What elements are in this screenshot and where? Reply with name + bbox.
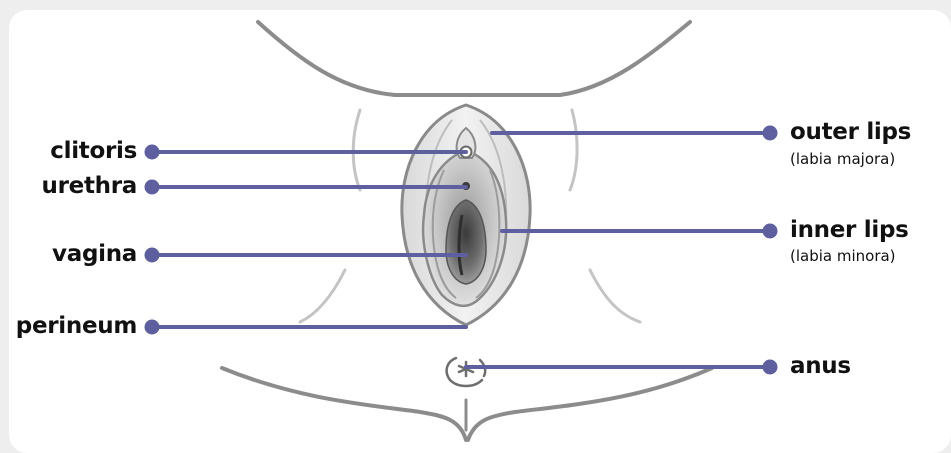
- lower-left-contour: [222, 368, 466, 440]
- label-inner-lips: inner lips: [790, 219, 909, 242]
- label-inner-lips-sub: (labia minora): [790, 249, 896, 264]
- right-groin-line: [590, 270, 640, 322]
- label-clitoris: clitoris: [50, 140, 137, 163]
- upper-contour: [258, 22, 690, 95]
- label-anus: anus: [790, 355, 851, 378]
- label-outer-lips: outer lips: [790, 121, 911, 144]
- lower-right-contour: [468, 368, 712, 440]
- right-thigh-line: [570, 110, 577, 190]
- label-urethra: urethra: [42, 175, 137, 198]
- label-vagina: vagina: [52, 243, 137, 266]
- anus-shape: [447, 358, 486, 386]
- label-perineum: perineum: [16, 315, 137, 338]
- left-groin-line: [300, 270, 345, 322]
- label-outer-lips-sub: (labia majora): [790, 152, 895, 167]
